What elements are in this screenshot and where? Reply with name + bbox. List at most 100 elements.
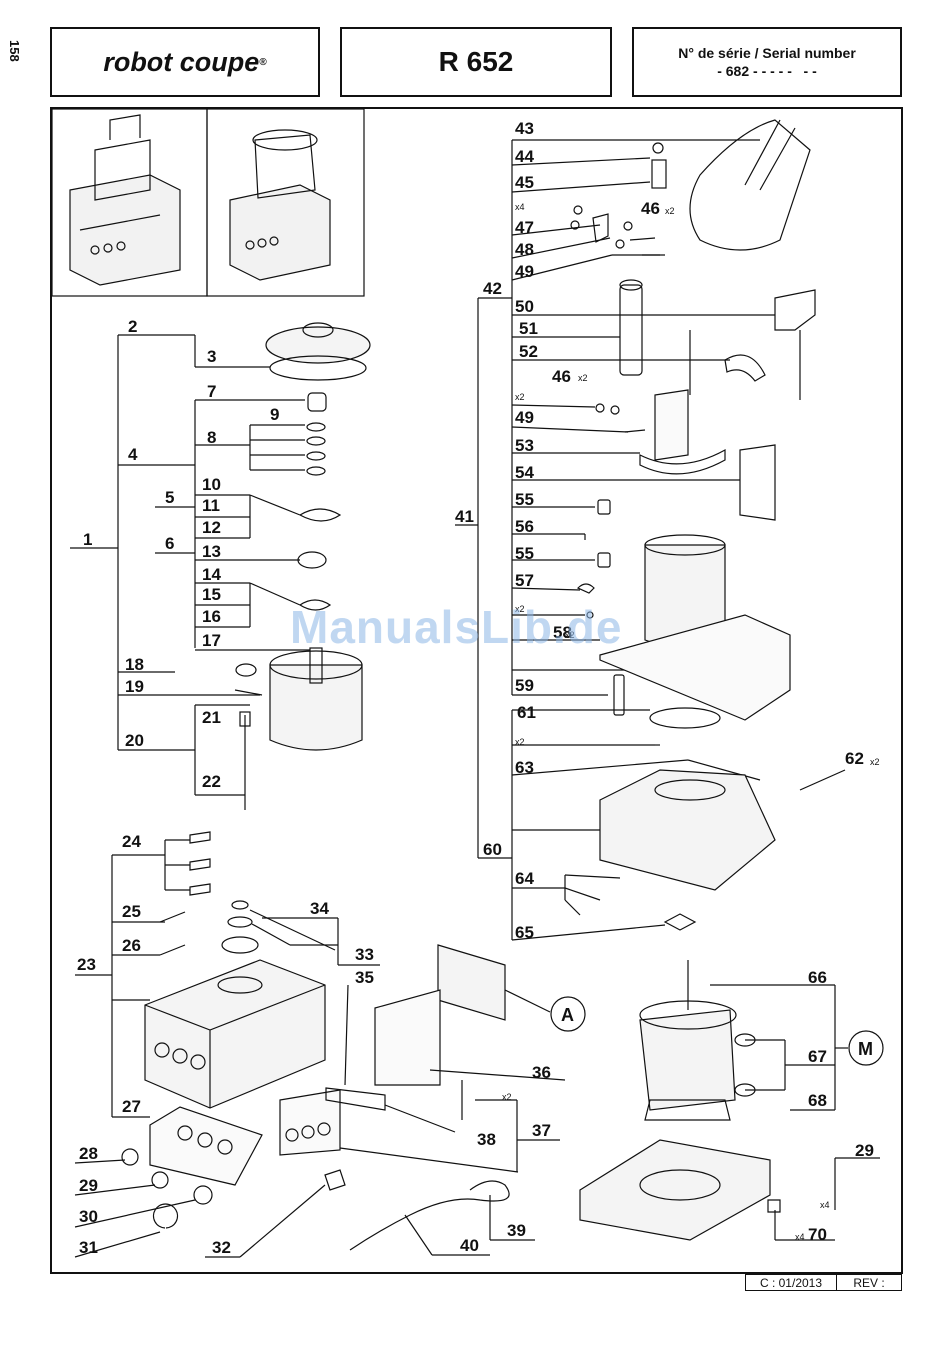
part-label-49-repeat: 49 <box>515 408 534 427</box>
part-label-15: 15 <box>202 585 221 604</box>
part-label-35: 35 <box>355 968 374 987</box>
serial-number-box: N° de série / Serial number - 682 - - - … <box>632 27 902 97</box>
part-label-26: 26 <box>122 936 141 955</box>
part-label-55: 55 <box>515 490 534 509</box>
part-label-65: 65 <box>515 923 534 942</box>
part-label-36: 36 <box>532 1063 551 1082</box>
part-label-57: 57 <box>515 571 534 590</box>
part-label-9: 9 <box>270 405 279 424</box>
part-label-32: 32 <box>212 1238 231 1257</box>
part-label-14: 14 <box>202 565 221 584</box>
part-label-51: 51 <box>519 319 538 338</box>
part-label-8: 8 <box>207 428 216 447</box>
quantity-x4: x4 <box>515 202 525 212</box>
part-label-66: 66 <box>808 968 827 987</box>
part-label-23: 23 <box>77 955 96 974</box>
quantity-x4: x4 <box>820 1200 830 1210</box>
exploded-diagram-frame <box>50 107 903 1274</box>
brand-registered-mark: ® <box>259 56 267 68</box>
part-label-16: 16 <box>202 607 221 626</box>
part-label-29-repeat: 29 <box>855 1141 874 1160</box>
quantity-x2: x2 <box>578 373 588 383</box>
brand-logo: robot coupe® <box>50 27 320 97</box>
quantity-x2: x2 <box>515 737 525 747</box>
part-label-70: 70 <box>808 1225 827 1244</box>
part-label-64: 64 <box>515 869 534 888</box>
quantity-x2: x2 <box>502 1092 512 1102</box>
part-label-24: 24 <box>122 832 141 851</box>
part-label-54: 54 <box>515 463 534 482</box>
part-label-20: 20 <box>125 731 144 750</box>
part-label-38: 38 <box>477 1130 496 1149</box>
part-label-59: 59 <box>515 676 534 695</box>
part-label-39: 39 <box>507 1221 526 1240</box>
part-label-12: 12 <box>202 518 221 537</box>
part-label-11: 11 <box>202 496 220 515</box>
part-label-67: 67 <box>808 1047 827 1066</box>
quantity-x2: x2 <box>515 392 525 402</box>
callout-m-label: M <box>858 1039 873 1059</box>
part-label-5: 5 <box>165 488 174 507</box>
part-label-56: 56 <box>515 517 534 536</box>
brand-name: robot coupe <box>103 46 260 77</box>
part-label-46-repeat: 46 <box>552 367 571 386</box>
part-label-18: 18 <box>125 655 144 674</box>
part-label-58: 58 <box>553 623 572 642</box>
part-label-13: 13 <box>202 542 221 561</box>
part-label-53: 53 <box>515 436 534 455</box>
footer-code: C : 01/2013 <box>745 1274 837 1291</box>
part-label-49: 49 <box>515 262 534 281</box>
part-label-2: 2 <box>128 317 137 336</box>
part-label-6: 6 <box>165 534 174 553</box>
model-title: R 652 <box>340 27 612 97</box>
part-label-34: 34 <box>310 899 329 918</box>
part-label-27: 27 <box>122 1097 141 1116</box>
part-label-22: 22 <box>202 772 221 791</box>
quantity-x2: x2 <box>870 757 880 767</box>
part-label-4: 4 <box>128 445 138 464</box>
part-label-30: 30 <box>79 1207 98 1226</box>
part-label-1: 1 <box>83 530 92 549</box>
part-label-44: 44 <box>515 147 534 166</box>
part-label-31: 31 <box>79 1238 98 1257</box>
part-label-25: 25 <box>122 902 141 921</box>
part-label-37: 37 <box>532 1121 551 1140</box>
part-label-3: 3 <box>207 347 216 366</box>
quantity-x2: x2 <box>565 630 575 640</box>
part-label-21: 21 <box>202 708 221 727</box>
part-label-68: 68 <box>808 1091 827 1110</box>
part-label-50: 50 <box>515 297 534 316</box>
part-label-33: 33 <box>355 945 374 964</box>
product-photo-bowl <box>206 108 365 297</box>
watermark: ManualsLib.de <box>290 601 623 653</box>
part-label-52: 52 <box>519 342 538 361</box>
callout-a-label: A <box>561 1005 574 1025</box>
quantity-x2: x2 <box>515 604 525 614</box>
part-label-55-repeat: 55 <box>515 544 534 563</box>
part-label-45: 45 <box>515 173 534 192</box>
callout-m-circle <box>848 1030 884 1066</box>
part-label-61: 61 <box>517 703 536 722</box>
part-label-63: 63 <box>515 758 534 777</box>
part-label-41: 41 <box>455 507 474 526</box>
part-label-43: 43 <box>515 119 534 138</box>
footer-revision: REV : <box>836 1274 902 1291</box>
part-label-29: 29 <box>79 1176 98 1195</box>
part-label-46: 46 <box>641 199 660 218</box>
part-label-10: 10 <box>202 475 221 494</box>
serial-title: N° de série / Serial number <box>678 45 856 61</box>
part-label-48: 48 <box>515 240 534 259</box>
callout-a-circle <box>550 996 586 1032</box>
serial-value: - 682 - - - - - - - <box>717 63 817 79</box>
part-label-47: 47 <box>515 218 534 237</box>
part-label-17: 17 <box>202 631 221 650</box>
quantity-x2: x2 <box>665 206 675 216</box>
part-label-40: 40 <box>460 1236 479 1255</box>
part-label-28: 28 <box>79 1144 98 1163</box>
part-label-42: 42 <box>483 279 502 298</box>
part-label-7: 7 <box>207 382 216 401</box>
part-label-19: 19 <box>125 677 144 696</box>
part-label-60: 60 <box>483 840 502 859</box>
quantity-x4: x4 <box>795 1232 805 1242</box>
